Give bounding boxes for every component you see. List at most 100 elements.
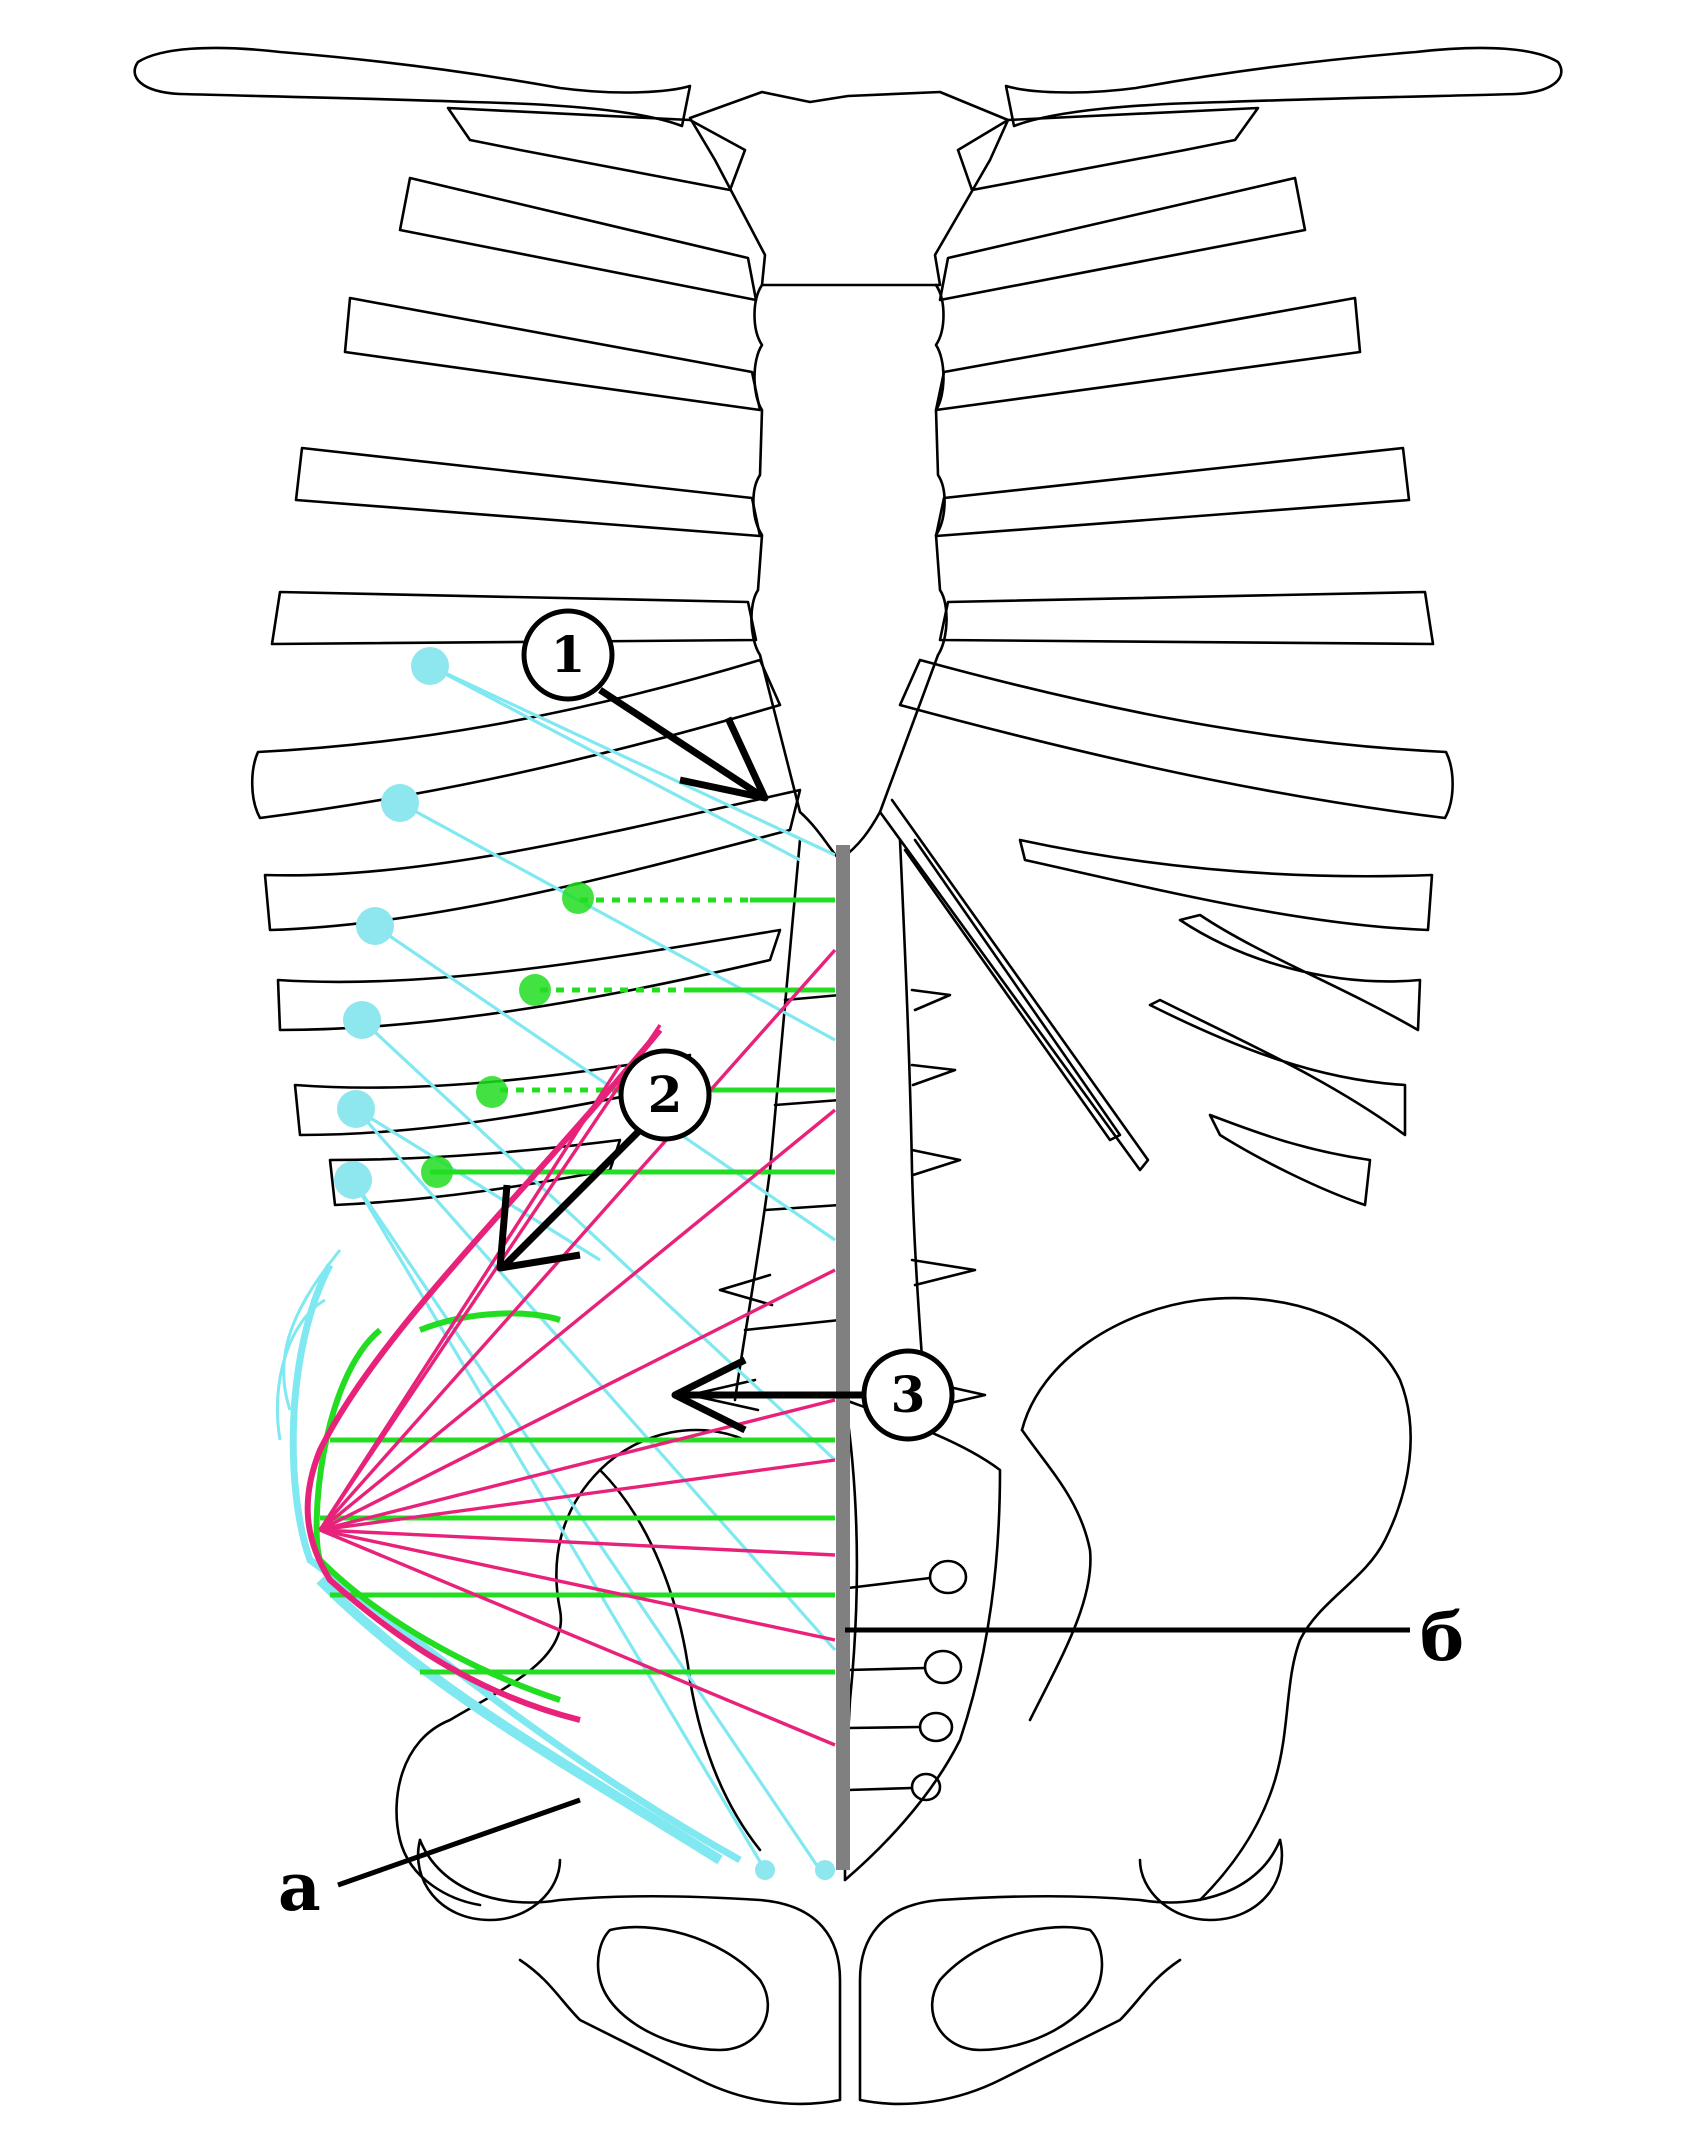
callout-1-circle <box>521 608 615 702</box>
magenta-fiber <box>319 1528 836 1642</box>
costal-cartilage-right-inner <box>903 838 1122 1142</box>
callout-3: 3 <box>671 1348 955 1442</box>
magenta-fiber <box>319 1458 836 1532</box>
green-margin <box>313 1310 561 1703</box>
rib-right-9 <box>1148 998 1407 1137</box>
acetabulum-left <box>416 1838 562 1922</box>
sternum-body <box>750 283 948 862</box>
clavicles <box>133 46 1563 128</box>
label-a: а <box>278 1848 321 1926</box>
cyan-fiber <box>429 664 801 862</box>
obturator-left <box>596 1925 770 2052</box>
magenta-fiber <box>319 1528 836 1747</box>
rib-right-2 <box>938 176 1307 302</box>
arrow-3-head <box>671 1356 747 1434</box>
rib-right-3 <box>934 296 1362 412</box>
rib-right-1 <box>956 106 1260 192</box>
callout-2-number: 2 <box>648 1065 683 1124</box>
rib-right-5 <box>938 590 1435 646</box>
callout-1: 1 <box>521 608 769 802</box>
pelvis <box>395 1296 1412 2106</box>
callout-2: 2 <box>496 1048 712 1272</box>
cyan-fiber <box>374 924 836 1242</box>
rib-left-6 <box>250 658 782 820</box>
green-dot <box>519 974 551 1006</box>
green-dot <box>476 1076 508 1108</box>
spine-right-edge <box>898 838 927 1402</box>
external-oblique-fibers <box>275 664 837 1871</box>
magenta-fiber <box>318 1108 837 1532</box>
cyan-dot <box>815 1860 835 1880</box>
magenta-fiber <box>319 1528 836 1557</box>
pubic-left <box>418 1838 842 2106</box>
vertebra-process-4 <box>910 1258 977 1287</box>
rib-left-3 <box>343 296 762 412</box>
rib-right-6 <box>898 658 1454 820</box>
arrow-1-shaft <box>598 687 762 798</box>
obturator-right <box>930 1925 1104 2052</box>
rib-left-2 <box>398 176 758 302</box>
cyan-dot <box>755 1860 775 1880</box>
ribs-right <box>878 106 1454 1207</box>
magenta-fiber <box>318 1024 662 1531</box>
transversus-hatched-dots <box>421 882 594 1188</box>
cyan-dot <box>411 647 449 685</box>
rib-left-8 <box>276 928 782 1032</box>
rib-left-7 <box>263 788 802 932</box>
cyan-fiber <box>399 801 836 1042</box>
acetabulum-right <box>1138 1838 1284 1922</box>
rib-left-1 <box>446 106 747 192</box>
pubic-right <box>858 1838 1282 2106</box>
vertebra-disc-l2 <box>773 1098 842 1107</box>
vertebra-disc-l3 <box>763 1203 842 1212</box>
rib-right-8 <box>1178 913 1422 1032</box>
arrow-1-head <box>679 716 769 802</box>
internal-oblique-fibers <box>304 948 837 1747</box>
sacral-foramen-connector <box>846 1576 932 1792</box>
cyan-inguinal <box>316 1576 723 1865</box>
sacral-foramen-4 <box>910 1772 942 1802</box>
ilium-right-inner <box>1020 1428 1092 1722</box>
rib-left-4 <box>294 446 762 538</box>
cyan-dot <box>381 784 419 822</box>
label-b: б <box>1420 1598 1464 1676</box>
rib-right-7 <box>1018 838 1434 932</box>
arrow-2-head <box>496 1184 581 1272</box>
cyan-dot <box>343 1001 381 1039</box>
vertebra-process-2 <box>910 1063 957 1087</box>
clavicle-right <box>1004 46 1563 128</box>
callout-1-number: 1 <box>551 625 586 684</box>
clavicle-left <box>133 46 692 128</box>
cyan-fiber <box>355 1107 601 1262</box>
rib-right-4 <box>934 446 1411 538</box>
transverse-left-l3 <box>718 1273 774 1307</box>
green-dot <box>562 882 594 914</box>
ilium-right <box>1020 1296 1412 1902</box>
costal-cartilage-right <box>878 798 1150 1172</box>
green-dot <box>421 1156 453 1188</box>
cyan-aponeurosis <box>289 1263 742 1864</box>
cyan-attachment-dots <box>334 647 835 1880</box>
magenta-fiber <box>319 1268 836 1532</box>
callout-2-circle <box>618 1048 712 1142</box>
cyan-fiber <box>354 1107 837 1652</box>
magenta-fiber <box>318 948 837 1532</box>
callout-3-number: 3 <box>891 1365 926 1424</box>
magenta-fiber <box>319 1398 836 1532</box>
cyan-aponeurosis-thin <box>275 1249 342 1441</box>
cyan-fiber <box>429 664 836 857</box>
sacrum <box>843 1398 1002 1882</box>
callout-3-circle <box>861 1348 955 1442</box>
manubrium <box>688 90 1010 287</box>
sacral-foramen-2 <box>923 1649 963 1685</box>
cyan-dot <box>337 1090 375 1128</box>
cyan-dot <box>356 907 394 945</box>
vertebra-disc-l1 <box>783 993 842 1002</box>
cyan-fiber <box>351 1179 767 1871</box>
sacral-foramen-1 <box>928 1559 968 1595</box>
cyan-fiber <box>360 1018 837 1462</box>
rib-left-5 <box>270 590 758 646</box>
sacral-foramen-3 <box>918 1711 954 1743</box>
